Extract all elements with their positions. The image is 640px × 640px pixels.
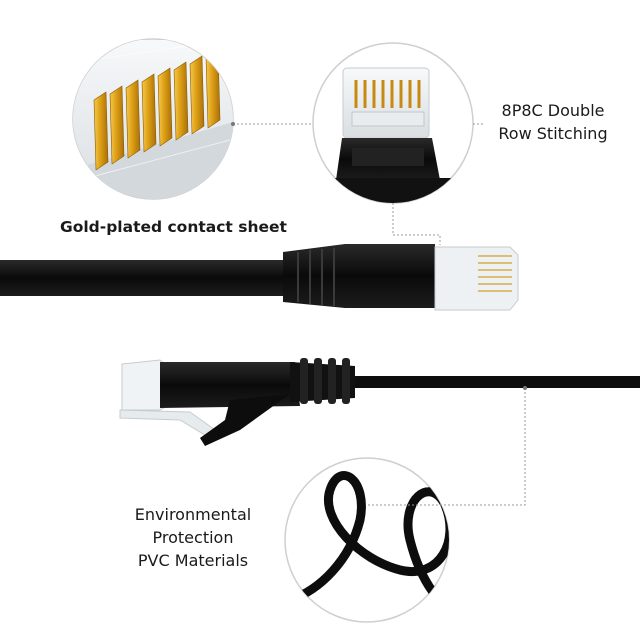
plug-front-zoom xyxy=(312,42,474,204)
stitching-label-line: 8P8C Double xyxy=(501,101,605,120)
environmental-label-line: Environmental xyxy=(134,505,252,524)
coiled-cable-zoom xyxy=(284,457,450,623)
stitching-label: 8P8C Double Row Stitching xyxy=(488,99,618,145)
environmental-label: Environmental Protection PVC Materials xyxy=(118,503,268,572)
leader-dot xyxy=(523,386,527,390)
flat-cable-upper xyxy=(0,244,519,311)
gold-contacts-zoom xyxy=(72,38,234,200)
flat-cable-lower xyxy=(119,358,640,446)
environmental-label-line: Protection xyxy=(152,528,234,547)
callout-leaders xyxy=(233,123,526,506)
leader-dot xyxy=(231,122,235,126)
gold-plated-label: Gold-plated contact sheet xyxy=(60,218,287,236)
environmental-label-line: PVC Materials xyxy=(137,551,249,570)
stitching-label-line: Row Stitching xyxy=(498,124,608,143)
